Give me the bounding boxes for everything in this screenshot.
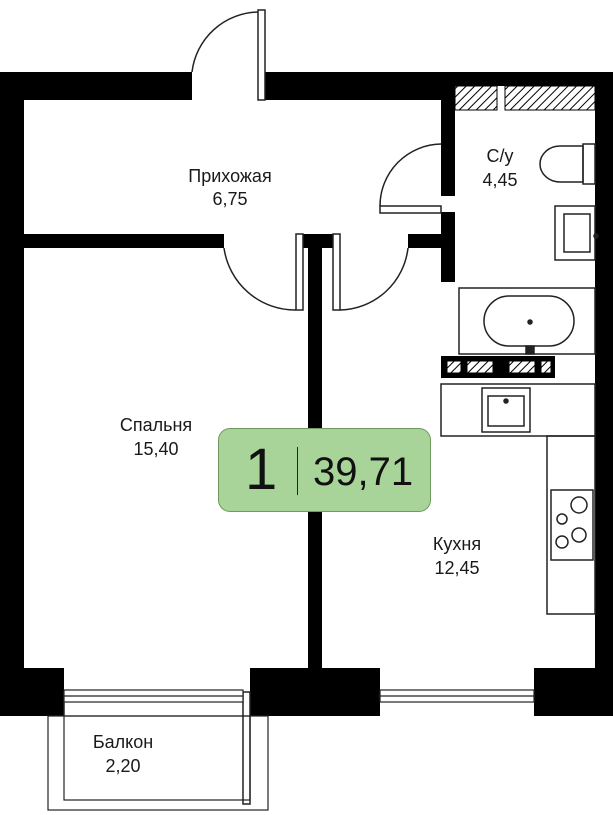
room-name-hallway: Прихожая xyxy=(188,166,271,186)
room-area-balcony: 2,20 xyxy=(105,756,140,776)
vent-shaft xyxy=(504,85,596,111)
ventilation-shafts xyxy=(446,85,596,374)
total-area: 39,71 xyxy=(313,450,414,494)
bottom-wall-left xyxy=(0,668,64,716)
entrance-door xyxy=(191,9,266,101)
balcony xyxy=(47,715,269,811)
outer-wall-right xyxy=(595,72,613,716)
cooktop-icon xyxy=(550,489,594,561)
kitchen-counter-side xyxy=(546,435,596,615)
room-count: 1 xyxy=(245,437,278,502)
room-area-hallway: 6,75 xyxy=(212,189,247,209)
walls xyxy=(0,72,613,716)
vent-shaft xyxy=(454,85,498,111)
bathtub-icon xyxy=(458,287,596,355)
outer-wall-top-right xyxy=(265,72,455,100)
kitchen-counter-top xyxy=(440,383,596,437)
windows xyxy=(63,689,535,703)
vent-shaft xyxy=(540,360,552,374)
room-area-kitchen: 12,45 xyxy=(434,558,479,578)
hallway-partition-left xyxy=(24,234,224,248)
bottom-wall-right xyxy=(534,668,613,716)
outer-wall-top-left xyxy=(0,72,192,100)
kitchen-door xyxy=(332,233,409,311)
room-area-bathroom: 4,45 xyxy=(482,170,517,190)
badge-divider xyxy=(297,447,298,495)
room-name-bedroom: Спальня xyxy=(120,415,192,435)
toilet-icon xyxy=(539,143,596,185)
doors xyxy=(63,9,442,805)
washbasin-icon xyxy=(554,205,599,261)
hallway-partition-mid xyxy=(303,234,333,248)
bathroom-door xyxy=(379,143,442,214)
apartment-summary-badge: 1 39,71 xyxy=(218,428,431,512)
vent-shaft xyxy=(446,360,462,374)
room-name-balcony: Балкон xyxy=(93,732,153,752)
kitchen-sink-icon xyxy=(481,387,531,433)
room-name-kitchen: Кухня xyxy=(433,534,481,554)
vent-shaft xyxy=(508,360,536,374)
bedroom-door xyxy=(223,233,304,311)
room-name-bathroom: С/у xyxy=(487,146,514,166)
room-area-bedroom: 15,40 xyxy=(133,439,178,459)
hallway-partition-right xyxy=(408,234,455,248)
bathroom-wall xyxy=(441,86,455,196)
vent-shaft xyxy=(466,360,494,374)
bottom-wall-mid xyxy=(250,668,380,716)
bathroom-wall-bottom xyxy=(441,246,455,282)
outer-wall-top-far-right xyxy=(455,72,613,86)
outer-wall-left xyxy=(0,72,24,716)
